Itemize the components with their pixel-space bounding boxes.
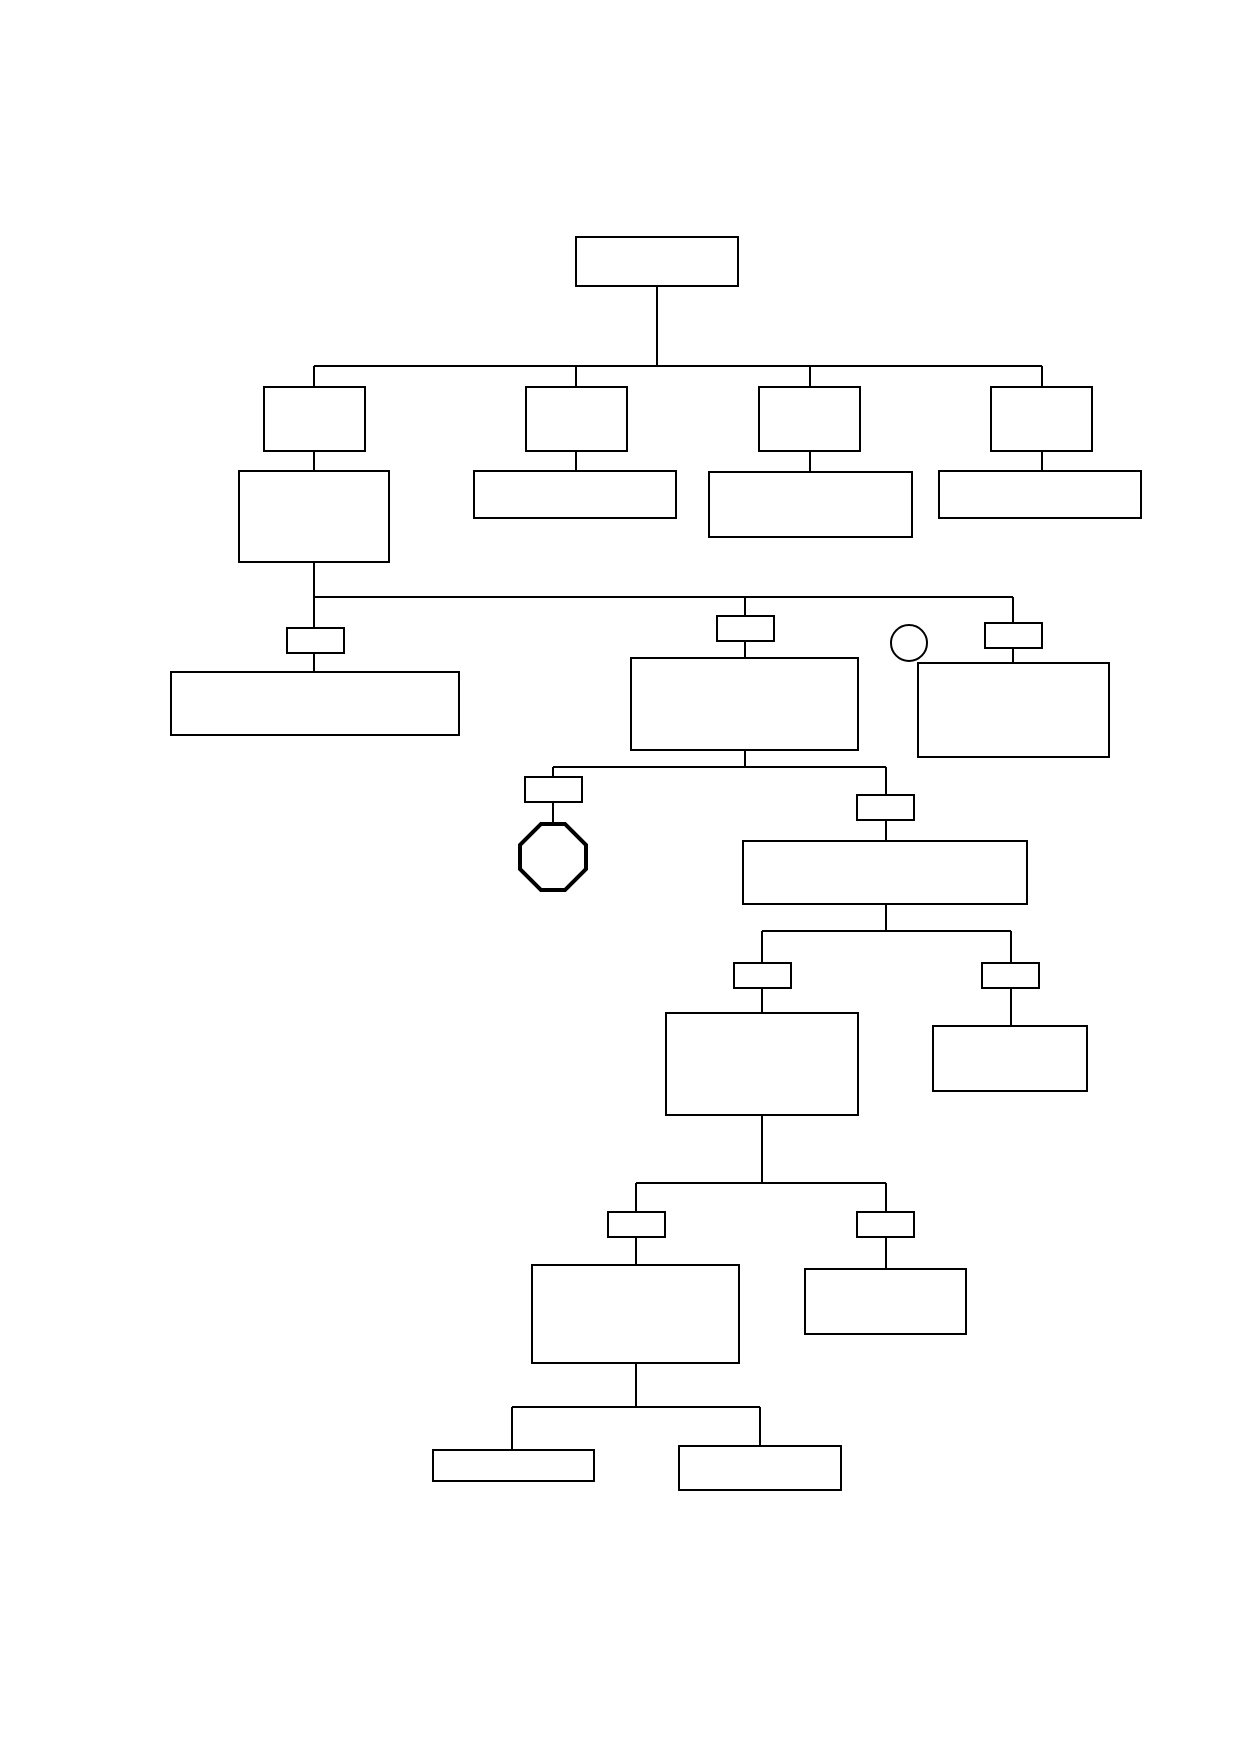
lower-left-box [665,1012,859,1116]
small-label-box [524,776,583,803]
bottom-left-box [531,1264,740,1364]
mid-wide-box [742,840,1028,905]
right-box [917,662,1110,758]
leaf-left-box [432,1449,595,1482]
branch-4-box [990,386,1093,452]
branch-4-detail-box [938,470,1142,519]
bottom-right-box [804,1268,967,1335]
small-label-box [716,615,775,642]
octagon-stop-icon [518,822,588,892]
small-label-box [286,627,345,654]
branch-2-box [525,386,628,452]
branch-1-box [263,386,366,452]
small-label-box [984,622,1043,649]
small-label-box [856,1211,915,1238]
small-label-box [607,1211,666,1238]
branch-1-detail-box [238,470,390,563]
small-label-box [733,962,792,989]
left-wide-box [170,671,460,736]
center-box [630,657,859,751]
branch-3-box [758,386,861,452]
small-label-box [856,794,915,821]
circle-marker-icon [890,624,928,662]
leaf-right-box [678,1445,842,1491]
small-label-box [981,962,1040,989]
root-box [575,236,739,287]
lower-right-box [932,1025,1088,1092]
branch-3-detail-box [708,471,913,538]
branch-2-detail-box [473,470,677,519]
